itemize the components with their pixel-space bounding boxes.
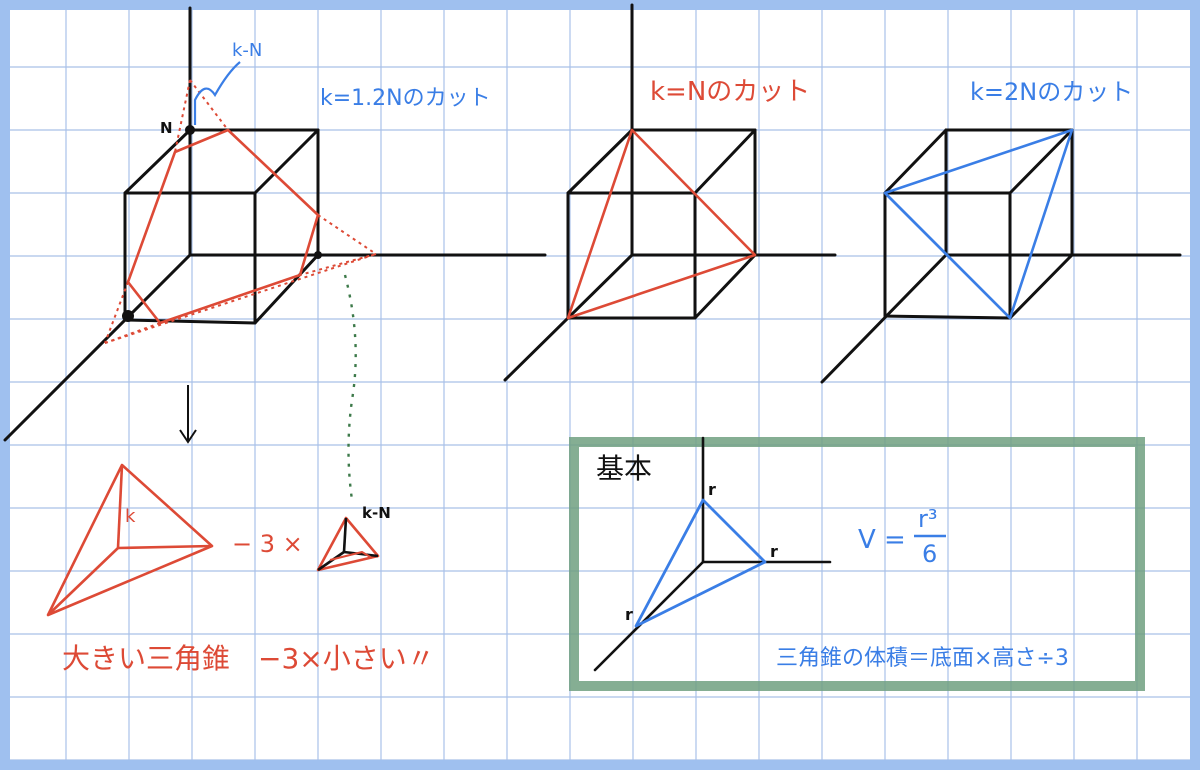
volume-rule: 三角錐の体積＝底面×高さ÷3 bbox=[776, 646, 1069, 671]
small-pyramid-label: k-N bbox=[362, 504, 391, 522]
cube1-dotted-extension bbox=[317, 214, 377, 255]
cube1-point-n bbox=[185, 125, 195, 135]
cube1-dotted-extension bbox=[299, 253, 377, 276]
cube1-point-x bbox=[314, 251, 322, 259]
cube2-title: k=Nのカット bbox=[650, 77, 810, 107]
basic-r-left: r bbox=[625, 605, 633, 624]
cube2-triangle-section bbox=[566, 128, 757, 320]
cube1-title: k=1.2Nのカット bbox=[320, 86, 491, 111]
cube3-cut-edge bbox=[884, 192, 1011, 319]
cube3-title: k=2Nのカット bbox=[970, 78, 1133, 106]
basic-title: 基本 bbox=[596, 452, 652, 485]
cube1-top-face bbox=[123, 128, 320, 195]
cube1-point-y bbox=[122, 310, 134, 322]
projection-dotted-line bbox=[343, 274, 357, 501]
cube2-bottom-face bbox=[566, 253, 757, 320]
cube1-callout-label: k-N bbox=[232, 40, 262, 61]
basic-r-top: r bbox=[708, 480, 716, 499]
cube1-dotted-extension bbox=[174, 79, 191, 153]
down-arrow-icon bbox=[179, 385, 197, 444]
cube-1-figure bbox=[3, 6, 547, 442]
cube1-n-label: N bbox=[160, 119, 173, 137]
basic-unit-triangle bbox=[634, 498, 767, 628]
big-pyramid bbox=[46, 463, 214, 617]
cube-1-cut bbox=[104, 79, 377, 344]
cube1-dotted-extension bbox=[104, 253, 377, 344]
big-pyramid-k-label: k bbox=[125, 506, 136, 527]
basic-r-right: r bbox=[770, 542, 778, 561]
cube3-y-axis bbox=[820, 253, 948, 384]
small-pyramid bbox=[316, 516, 380, 572]
cube1-callout-line bbox=[193, 61, 241, 125]
formula-denominator: 6 bbox=[922, 540, 937, 568]
formula-numerator: r³ bbox=[918, 505, 938, 533]
minus-three-times: − 3 × bbox=[232, 530, 303, 558]
cube-3-cut bbox=[883, 128, 1074, 320]
basic-box-frame bbox=[569, 437, 1145, 691]
cube1-y-axis bbox=[3, 253, 192, 442]
volume-difference-caption: 大きい三角錐 −3×小さい〃 bbox=[62, 642, 435, 675]
formula-lhs: V = bbox=[858, 525, 906, 555]
